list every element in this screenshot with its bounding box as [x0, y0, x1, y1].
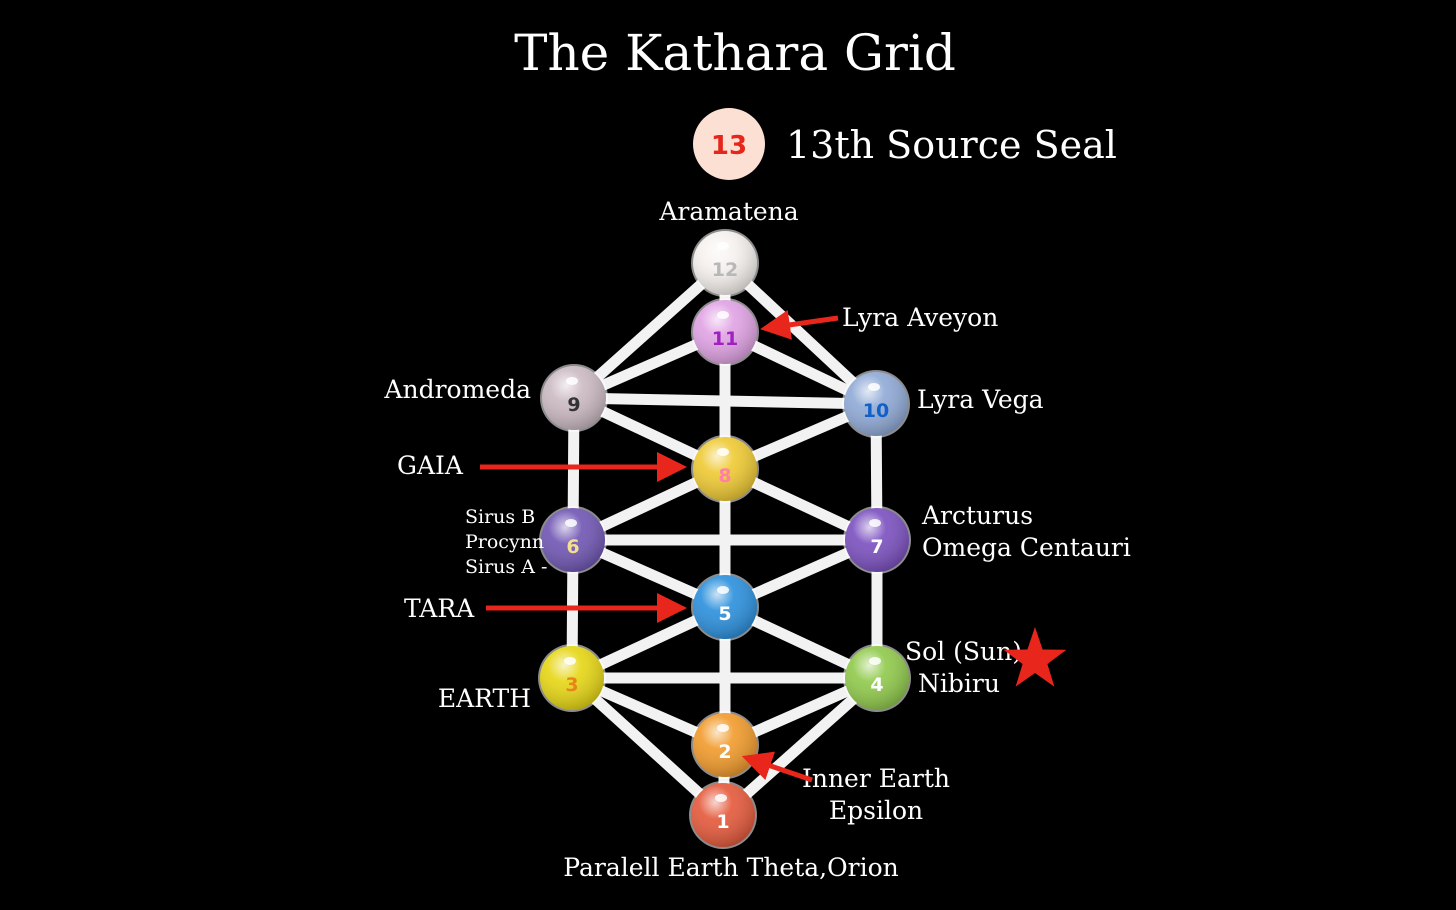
node-12: 12	[691, 229, 759, 297]
node-number: 2	[718, 741, 731, 763]
source-seal-number: 13	[711, 131, 747, 161]
node-highlight	[717, 448, 729, 456]
grid-line-1-4	[717, 672, 883, 821]
arrow-lyra-aveyon	[760, 310, 839, 340]
label-lyra-vega: Lyra Vega	[917, 385, 1044, 414]
annotation-arrows	[480, 310, 839, 783]
node-highlight	[565, 519, 577, 527]
node-number: 10	[863, 400, 889, 422]
node-highlight	[717, 724, 729, 732]
node-shine	[693, 713, 757, 777]
node-highlight	[566, 377, 578, 385]
node-shine	[542, 366, 606, 430]
node-number: 9	[567, 394, 580, 416]
grid-line-10-12	[719, 257, 882, 410]
node-7: 7	[843, 506, 911, 574]
node-6: 6	[539, 506, 607, 574]
node-number: 4	[870, 674, 883, 696]
label-procyon: Procynn	[465, 531, 544, 553]
node-shine	[693, 575, 757, 639]
node-shine	[693, 231, 757, 295]
node-2: 2	[691, 711, 759, 779]
node-highlight	[715, 794, 727, 802]
label-inner-earth: Inner Earth	[802, 764, 950, 793]
node-8: 8	[691, 435, 759, 503]
node-shine	[845, 646, 909, 710]
source-seal-circle	[693, 108, 765, 180]
node-number: 1	[716, 811, 729, 833]
node-highlight	[717, 311, 729, 319]
node-11: 11	[691, 298, 759, 366]
grid-line-9-10	[568, 392, 882, 410]
node-number: 12	[712, 259, 738, 281]
source-seal-label: 13th Source Seal	[786, 123, 1117, 167]
node-highlight	[717, 242, 729, 250]
label-sol: Sol (Sun)	[905, 637, 1022, 666]
node-5: 5	[691, 573, 759, 641]
node-number: 3	[565, 674, 578, 696]
arrow-inner-earth	[741, 751, 813, 783]
node-shine	[540, 646, 604, 710]
node-highlight	[869, 519, 881, 527]
node-highlight	[869, 657, 881, 665]
node-shine	[844, 372, 908, 436]
label-nibiru: Nibiru	[918, 669, 1000, 698]
node-10: 10	[842, 370, 910, 438]
node-highlight	[868, 383, 880, 391]
label-earth: EARTH	[438, 684, 531, 713]
node-shine	[693, 437, 757, 501]
node-number: 11	[712, 328, 738, 350]
node-number: 8	[718, 465, 731, 487]
label-arcturus: Arcturus	[921, 501, 1033, 530]
label-omega-centauri: Omega Centauri	[922, 533, 1131, 562]
node-number: 5	[718, 603, 731, 625]
node-shine	[845, 508, 909, 572]
label-sirius-a: Sirus A -	[465, 556, 547, 578]
label-gaia: GAIA	[397, 451, 464, 480]
node-4: 4	[843, 644, 911, 712]
node-shine	[693, 300, 757, 364]
node-1: 1	[689, 781, 757, 849]
node-number: 6	[566, 536, 579, 558]
node-highlight	[564, 657, 576, 665]
source-seal: 13 13th Source Seal	[693, 108, 1117, 180]
node-highlight	[717, 586, 729, 594]
star-icon	[1003, 627, 1067, 687]
label-tara: TARA	[404, 594, 475, 623]
diagram-title: The Kathara Grid	[514, 24, 956, 82]
node-number: 7	[870, 536, 883, 558]
label-andromeda: Andromeda	[383, 375, 531, 404]
label-epsilon: Epsilon	[829, 796, 923, 825]
node-shine	[541, 508, 605, 572]
label-sirius-b: Sirus B	[465, 506, 535, 528]
node-shine	[691, 783, 755, 847]
label-lyra-aveyon: Lyra Aveyon	[842, 303, 998, 332]
node-3: 3	[538, 644, 606, 712]
label-aramatena: Aramatena	[658, 197, 798, 226]
node-9: 9	[540, 364, 608, 432]
label-parallel-earth: Paralell Earth Theta,Orion	[563, 853, 898, 882]
